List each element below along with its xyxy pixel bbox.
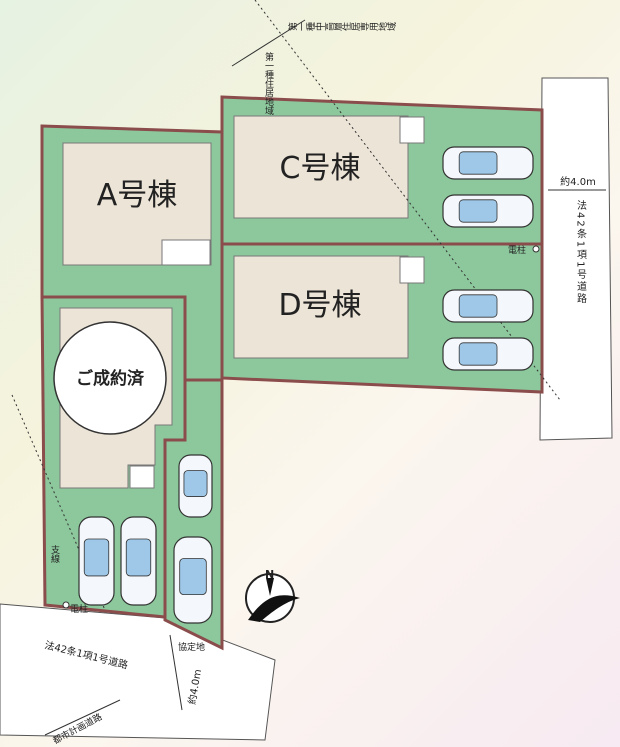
car-c-1 [442, 146, 534, 180]
city-road-arrow [44, 699, 121, 736]
building-d-label: D号棟 [278, 288, 361, 323]
house-c-porch [399, 116, 425, 144]
car-b-2 [120, 516, 157, 606]
east-road-width: 約4.0m [560, 175, 596, 188]
pole-west-icon [62, 601, 70, 609]
sold-label: ご成約済 [76, 368, 145, 389]
car-c-2 [442, 194, 534, 228]
compass-north: N [265, 568, 274, 581]
car-b-1 [78, 516, 115, 606]
pole-east-icon [532, 245, 540, 253]
south-road [0, 603, 276, 741]
sold-circle [53, 321, 167, 435]
agreement-label: 協定地 [178, 641, 205, 653]
car-d-1 [442, 289, 534, 323]
house-c [233, 115, 409, 219]
south-width-dim [169, 634, 183, 711]
car-strip-2 [173, 536, 213, 624]
house-b-porch [129, 465, 155, 489]
zoning-line [254, 0, 561, 401]
east-road-type: 法42条1項1号道路 [575, 199, 587, 306]
house-d-porch [399, 256, 425, 284]
zone-lower-label: 第一種住居地域 [263, 51, 274, 115]
car-strip-1 [178, 454, 213, 518]
zone-upper-label: 第一種中高層住居専用地域 [287, 23, 396, 34]
guy-label: 支線 [49, 544, 60, 563]
house-a-porch [161, 239, 211, 266]
pole-west-label: 電柱 [70, 603, 88, 615]
zone-tick [231, 19, 306, 67]
compass-icon: N [245, 568, 300, 623]
house-d [233, 255, 409, 359]
building-a-label: A号棟 [97, 178, 178, 213]
pole-east-label: 電柱 [508, 244, 526, 256]
east-width-bg [554, 173, 604, 188]
building-c-label: C号棟 [280, 151, 361, 186]
car-d-2 [442, 337, 534, 371]
